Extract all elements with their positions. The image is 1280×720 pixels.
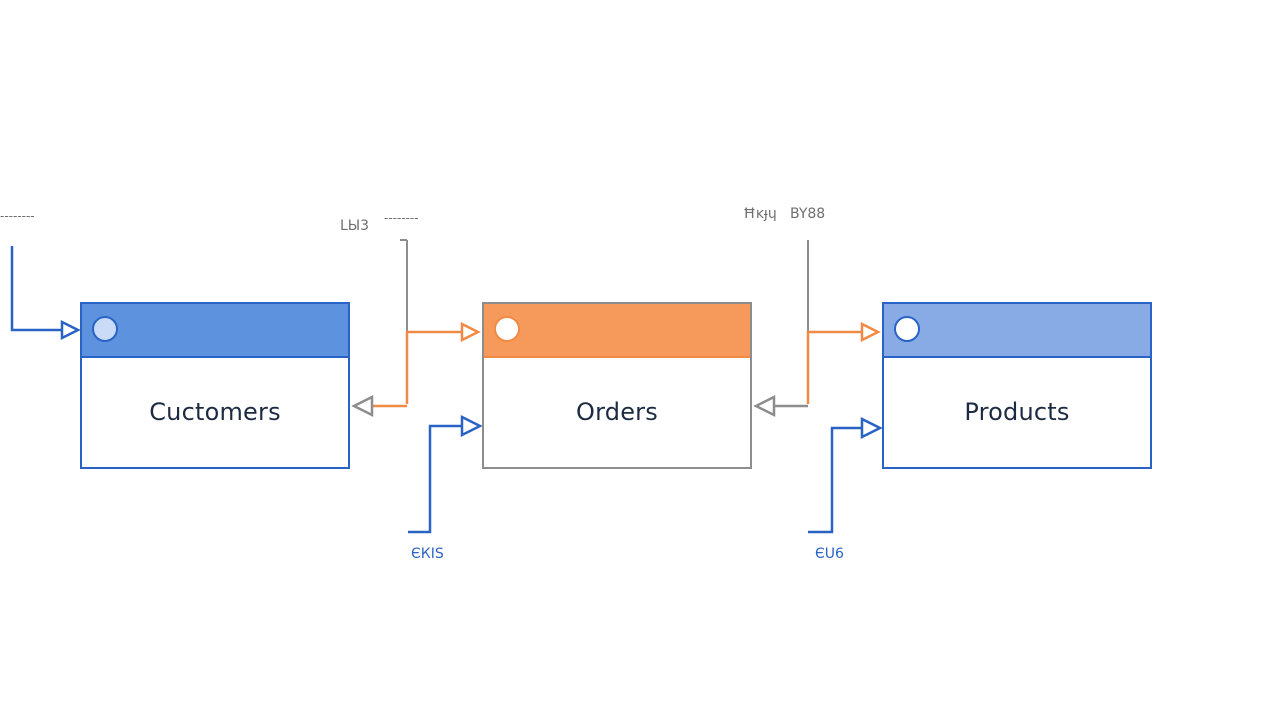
label-bottom-right: ЄU6 [815,546,844,562]
label-top-middle-dashes: -------- [384,211,419,225]
entity-orders-name: Orders [576,398,658,426]
entity-products-name: Products [964,398,1070,426]
arrow-into-products-lower [860,416,883,440]
label-bottom-middle: ЄКIS [411,546,444,562]
arrow-into-products [860,321,881,343]
connector-orange-into-products [806,330,862,404]
connector-left-to-customers [10,246,62,332]
entity-products[interactable]: Products [882,302,1152,469]
key-circle-icon [92,316,118,342]
arrow-into-orders-lower [460,414,483,438]
connector-blue-into-orders [408,424,462,534]
entity-customers[interactable]: Cuctomers [80,302,350,469]
key-circle-icon [494,316,520,342]
arrow-into-orders-right [753,394,776,418]
connector-blue-into-products [808,426,862,534]
connector-orange-into-orders [405,330,462,404]
entity-customers-header [82,304,348,358]
entity-orders-header [484,304,750,358]
label-top-right-a: Ħĸɟɥ [743,206,777,222]
arrow-into-orders [460,321,481,343]
label-top-left: -------- [0,209,35,223]
arrow-into-customers [60,319,81,341]
entity-orders[interactable]: Orders [482,302,752,469]
key-circle-icon [894,316,920,342]
label-top-right-b: BY88 [790,206,826,222]
entity-customers-name: Cuctomers [149,398,281,426]
arrow-into-customers-right [351,394,374,418]
entity-products-header [884,304,1150,358]
label-top-middle: LЫ3 [340,218,370,234]
